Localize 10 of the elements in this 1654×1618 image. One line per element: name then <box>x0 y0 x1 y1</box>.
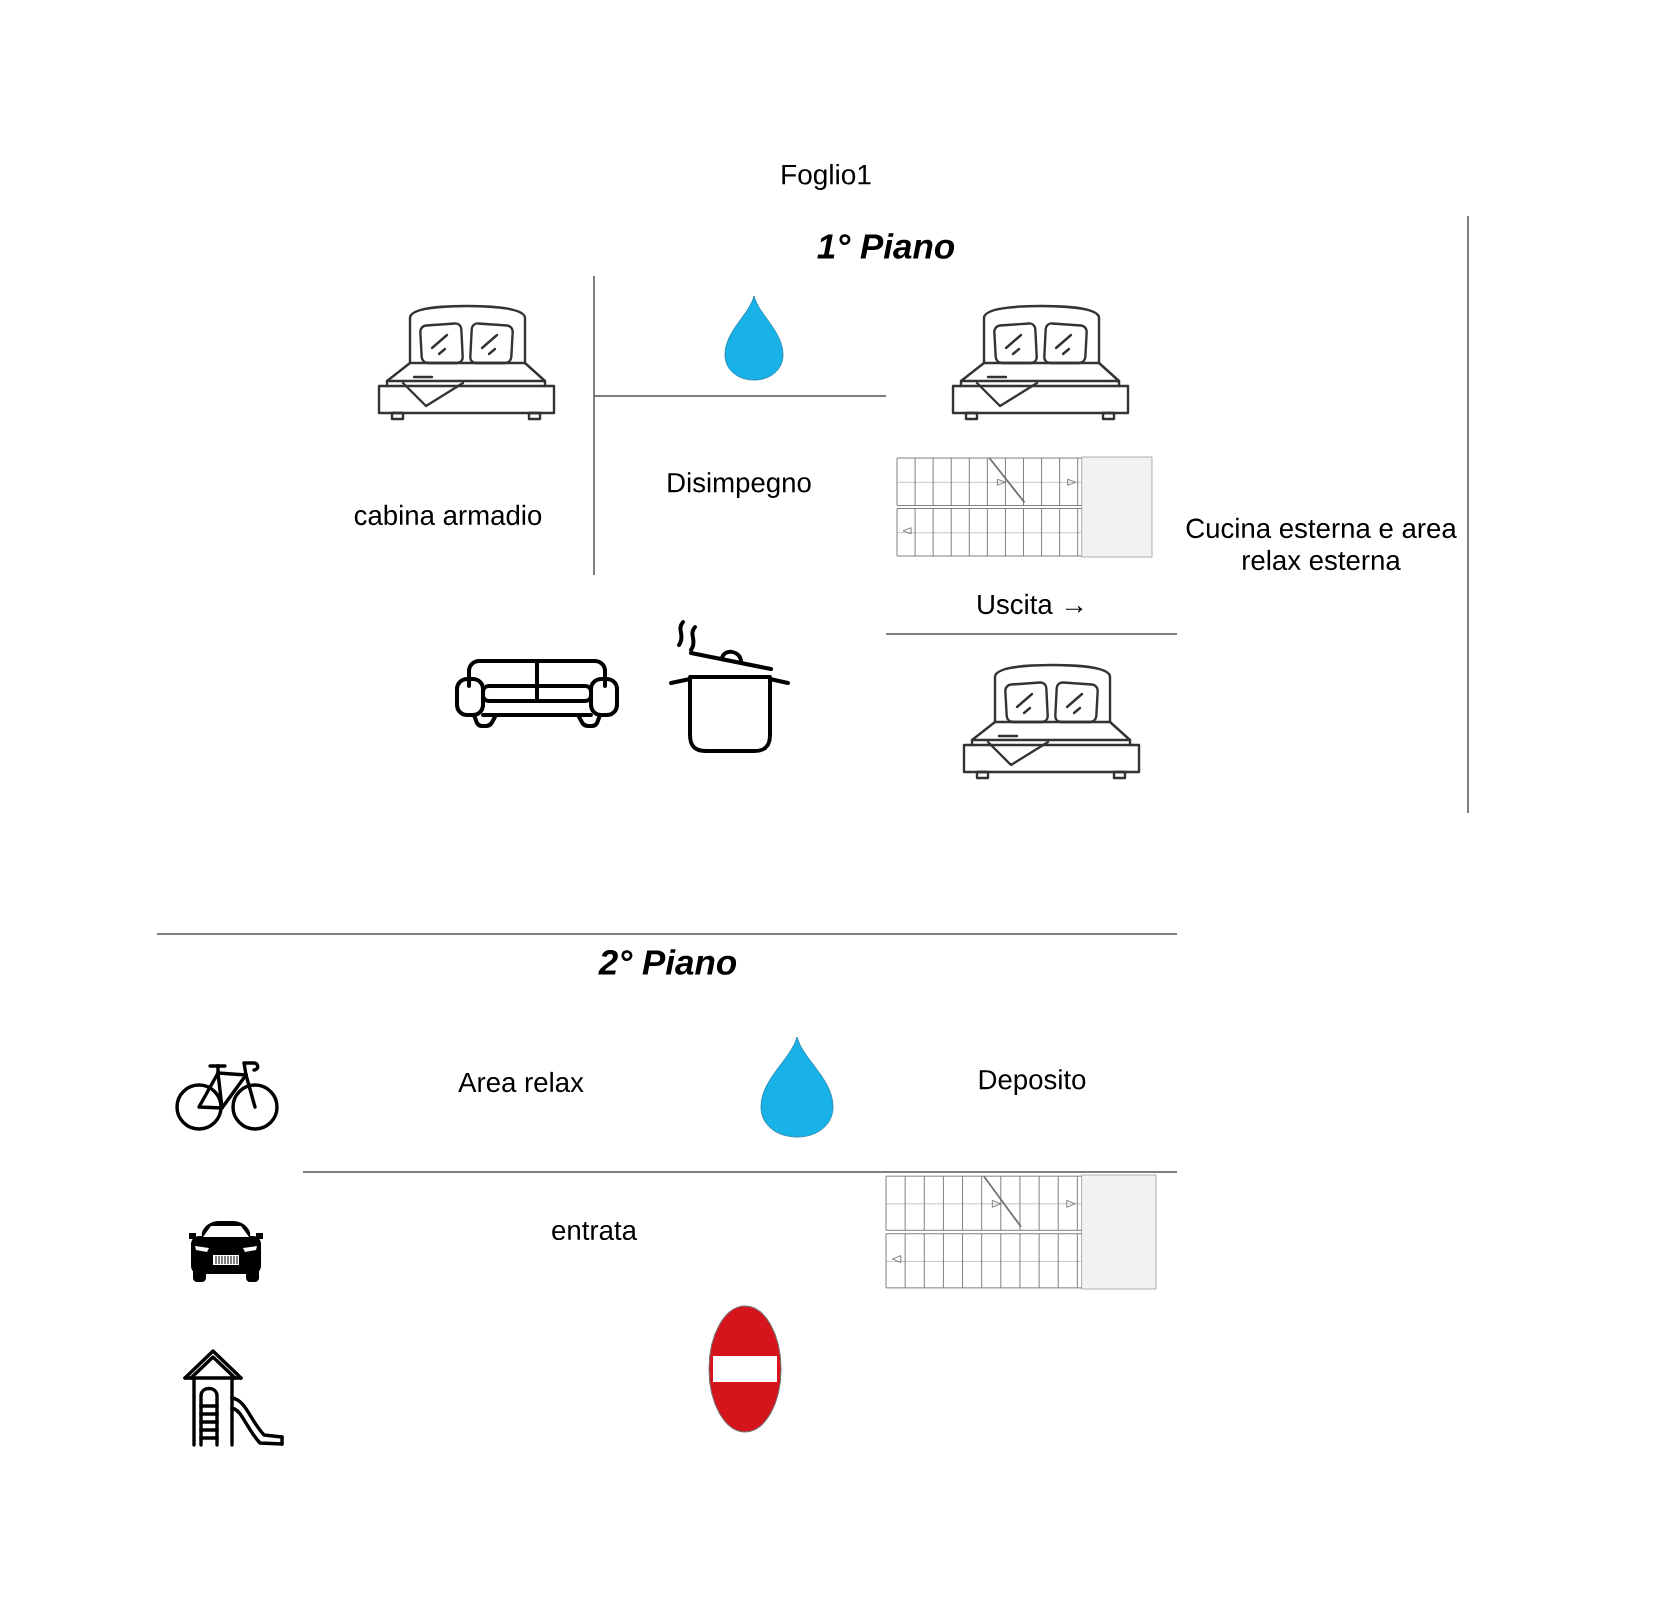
room-label: Disimpegno <box>668 472 811 498</box>
exit-label: Uscita → <box>978 593 1083 615</box>
room-label: entrata <box>552 1221 637 1241</box>
room-label: cabina armadio <box>354 504 542 526</box>
room-label: Cucina esterna e area relax esterna <box>1186 517 1457 571</box>
room-label: Area relax <box>458 1071 584 1093</box>
room-label: Deposito <box>979 1069 1086 1095</box>
page-header: Foglio1 <box>782 163 871 191</box>
floor-heading: 1° Piano <box>817 233 955 259</box>
floor-heading: 2° Piano <box>598 949 737 975</box>
